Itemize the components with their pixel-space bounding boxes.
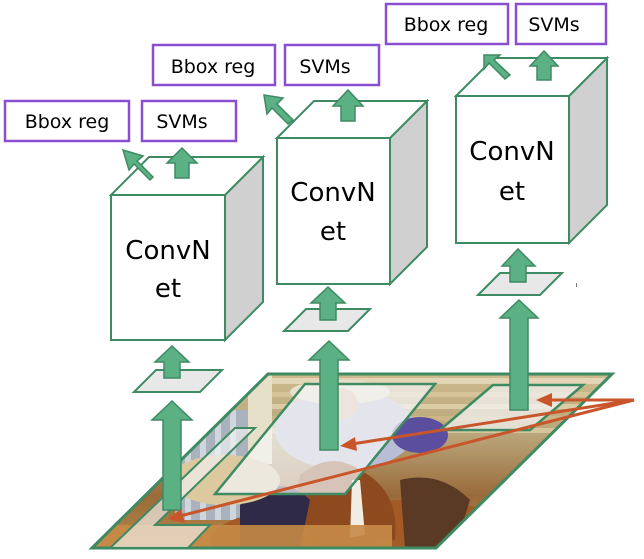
warped-region-right	[475, 272, 565, 296]
arrowhead-icon	[536, 393, 552, 407]
arrow-up-icon	[150, 399, 194, 511]
stray-mark	[576, 283, 577, 287]
convnet-label-line1: ConvN	[469, 137, 554, 167]
convnet-label-line1: ConvN	[290, 178, 375, 208]
convnet-label-line1: ConvN	[125, 236, 210, 266]
arrow-up-icon	[153, 344, 191, 379]
arrow-up-icon	[307, 339, 351, 451]
convnet-cube-right: ConvN et	[453, 55, 610, 246]
convnet-cube-left: ConvN et	[108, 154, 266, 343]
input-image-border	[88, 372, 616, 550]
bbox-reg-label: Bbox reg	[25, 111, 110, 133]
arrow-up-icon	[498, 298, 540, 411]
arrow-diagonal-icon	[263, 94, 295, 126]
arrow-up-icon	[331, 88, 365, 122]
convnet-cube-middle: ConvN et	[274, 98, 430, 287]
bbox-reg-label: Bbox reg	[171, 56, 256, 78]
bbox-reg-box-middle: Bbox reg	[151, 43, 277, 87]
arrowhead-icon	[340, 437, 357, 451]
region-proposal-left	[107, 427, 258, 549]
bbox-reg-box-right: Bbox reg	[384, 2, 510, 46]
svms-label: SVMs	[156, 111, 207, 133]
svms-label: SVMs	[299, 56, 350, 78]
pointer-arrows	[168, 393, 635, 523]
arrow-diagonal-icon	[121, 148, 155, 182]
convnet-label-line2: et	[155, 274, 181, 304]
arrow-up-icon	[500, 247, 537, 283]
arrow-diagonal-icon	[483, 54, 512, 81]
warped-region-left	[131, 369, 225, 393]
arrow-up-icon	[165, 146, 199, 179]
pointer-line-middle	[351, 398, 635, 446]
bbox-reg-label: Bbox reg	[404, 14, 489, 36]
convnet-label-line2: et	[320, 217, 346, 247]
svms-box-middle: SVMs	[283, 43, 381, 87]
arrow-up-icon	[309, 285, 347, 321]
svms-box-right: SVMs	[514, 2, 608, 46]
svms-box-left: SVMs	[140, 99, 238, 143]
arrowhead-icon	[168, 509, 185, 523]
pointer-line-left	[179, 398, 635, 518]
bbox-reg-box-left: Bbox reg	[3, 99, 131, 143]
svms-label: SVMs	[528, 14, 579, 36]
convnet-label-line2: et	[499, 177, 525, 207]
arrow-up-icon	[528, 49, 560, 81]
